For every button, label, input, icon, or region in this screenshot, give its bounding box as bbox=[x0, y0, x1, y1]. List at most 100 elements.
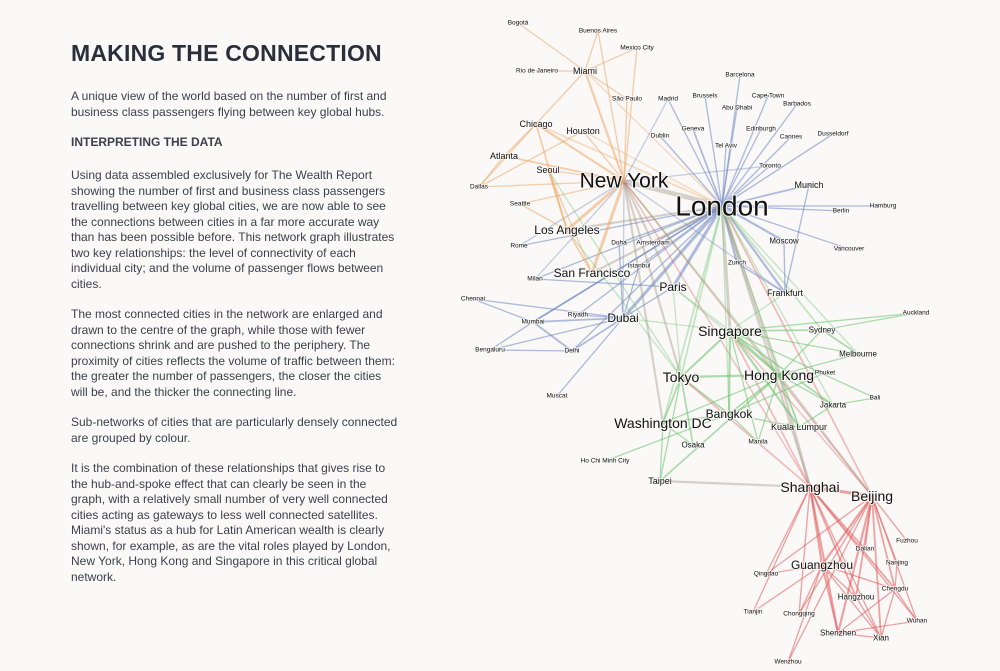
link-london-jakarta bbox=[721, 205, 834, 406]
city-node-singapore bbox=[728, 329, 732, 333]
city-node-abu-dhabi bbox=[735, 106, 739, 110]
link-new-york-atlanta bbox=[503, 155, 625, 182]
link-new-york-dallas bbox=[478, 180, 625, 188]
link-singapore-kuala-lumpur bbox=[728, 329, 801, 429]
city-node-muscat bbox=[555, 394, 559, 398]
link-london-houston bbox=[582, 130, 723, 207]
city-node-houston bbox=[581, 129, 585, 133]
city-label-tel-aviv: Tel Aviv bbox=[715, 143, 738, 150]
link-new-york-rome bbox=[518, 180, 625, 247]
link-london-beijing bbox=[721, 205, 873, 497]
link-paris-tokyo bbox=[672, 286, 682, 378]
city-label-zurich: Zurich bbox=[728, 260, 746, 267]
link-london-toronto bbox=[721, 165, 771, 207]
city-label-miami: Miami bbox=[573, 66, 597, 76]
link-hong-kong-jakarta bbox=[778, 374, 834, 406]
city-node-zurich bbox=[735, 261, 739, 265]
city-label-berlin: Berlin bbox=[833, 208, 850, 215]
city-node-s-o-paulo bbox=[625, 97, 629, 101]
link-new-york-toronto bbox=[623, 165, 771, 182]
link-seoul-tokyo bbox=[547, 169, 682, 378]
city-node-rio-de-janeiro bbox=[535, 69, 539, 73]
city-label-abu-dhabi: Abu Dhabi bbox=[722, 105, 752, 112]
city-label-barbados: Barbados bbox=[783, 101, 812, 108]
page-title: MAKING THE CONNECTION bbox=[71, 40, 382, 66]
link-frankfurt-zurich bbox=[736, 262, 786, 294]
city-label-edinburgh: Edinburgh bbox=[746, 126, 776, 133]
city-label-milan: Milan bbox=[527, 276, 543, 283]
link-frankfurt-singapore bbox=[729, 292, 786, 332]
city-node-riyadh bbox=[576, 313, 580, 317]
city-label-amsterdam: Amsterdam bbox=[636, 240, 669, 247]
city-node-rome bbox=[517, 244, 521, 248]
link-new-york-hong-kong bbox=[623, 180, 780, 376]
link-bangkok-ho-chi-minh-city bbox=[604, 413, 730, 462]
link-seoul-san-francisco bbox=[547, 169, 593, 274]
link-chengdu-wuhan bbox=[894, 588, 918, 622]
city-label-doha: Doha bbox=[611, 240, 627, 247]
link-shanghai-hangzhou bbox=[809, 486, 857, 598]
link-shenzhen-xian bbox=[837, 632, 882, 639]
link-singapore-bangkok bbox=[727, 329, 732, 416]
link-los-angeles-tokyo bbox=[566, 229, 682, 378]
link-new-york-seattle bbox=[519, 180, 625, 205]
city-label-shenzhen: Shenzhen bbox=[820, 629, 856, 638]
city-node-osaka bbox=[691, 443, 695, 447]
link-guangzhou-shenzhen bbox=[821, 564, 839, 634]
city-label-chengdu: Chengdu bbox=[882, 586, 909, 593]
city-node-dusseldorf bbox=[831, 132, 835, 136]
city-node-cape-town bbox=[766, 94, 770, 98]
city-label-washington-dc: Washington DC bbox=[614, 415, 712, 431]
link-new-york-washington-dc bbox=[622, 179, 665, 425]
city-label-auckland: Auckland bbox=[903, 310, 930, 317]
network-links bbox=[472, 22, 918, 663]
body-paragraph: It is the combination of these relations… bbox=[71, 461, 391, 584]
city-label-rome: Rome bbox=[510, 243, 528, 250]
city-label-moscow: Moscow bbox=[769, 237, 799, 246]
city-node-seattle bbox=[518, 202, 522, 206]
link-singapore-hong-kong bbox=[728, 329, 781, 377]
city-node-frankfurt bbox=[783, 291, 787, 295]
link-los-angeles-seattle bbox=[519, 203, 568, 231]
city-label-delhi: Delhi bbox=[565, 348, 580, 355]
link-new-york-los-angeles bbox=[565, 179, 626, 232]
link-london-dublin bbox=[659, 135, 723, 207]
city-node-shenzhen bbox=[836, 631, 840, 635]
city-node-barbados bbox=[795, 102, 799, 106]
link-singapore-manila bbox=[729, 330, 759, 443]
city-label-wenzhou: Wenzhou bbox=[774, 659, 802, 666]
city-label-bengaluru: Bengaluru bbox=[475, 347, 505, 354]
city-label-sydney: Sydney bbox=[809, 326, 836, 335]
city-node-mexico-city bbox=[635, 46, 639, 50]
city-node-tianjin bbox=[751, 610, 755, 614]
city-label-osaka: Osaka bbox=[681, 441, 705, 450]
link-new-york-miami bbox=[583, 69, 626, 183]
city-label-munich: Munich bbox=[794, 180, 823, 190]
link-singapore-jakarta bbox=[729, 330, 834, 406]
link-mumbai-delhi bbox=[532, 321, 573, 352]
link-singapore-tokyo bbox=[679, 329, 732, 379]
city-node-atlanta bbox=[502, 154, 506, 158]
link-guangzhou-tianjin bbox=[752, 564, 823, 613]
link-los-angeles-san-francisco bbox=[566, 229, 593, 274]
link-new-york-buenos-aires bbox=[597, 30, 625, 182]
city-label-cape-town: Cape Town bbox=[752, 93, 785, 100]
city-label-rio-de-janeiro: Rio de Janeiro bbox=[516, 68, 558, 75]
link-shanghai-taipei bbox=[658, 479, 812, 489]
link-london-cape-town bbox=[721, 95, 769, 207]
city-node-bangkok bbox=[727, 412, 731, 416]
link-london-zurich bbox=[720, 204, 739, 265]
city-node-hamburg bbox=[881, 204, 885, 208]
link-new-york-beijing bbox=[623, 180, 873, 497]
city-node-tokyo bbox=[679, 375, 683, 379]
link-london-chicago bbox=[535, 123, 723, 207]
link-shenzhen-wuhan bbox=[837, 620, 918, 634]
city-node-edinburgh bbox=[759, 127, 763, 131]
link-beijing-wuhan bbox=[871, 495, 918, 622]
link-hong-kong-washington-dc bbox=[662, 374, 780, 424]
link-beijing-wenzhou bbox=[787, 495, 873, 663]
link-guangzhou-qingdao bbox=[765, 564, 823, 575]
body-paragraph: Using data assembled exclusively for The… bbox=[71, 168, 395, 291]
city-label-seoul: Seoul bbox=[536, 165, 559, 175]
link-dubai-delhi bbox=[571, 317, 624, 352]
